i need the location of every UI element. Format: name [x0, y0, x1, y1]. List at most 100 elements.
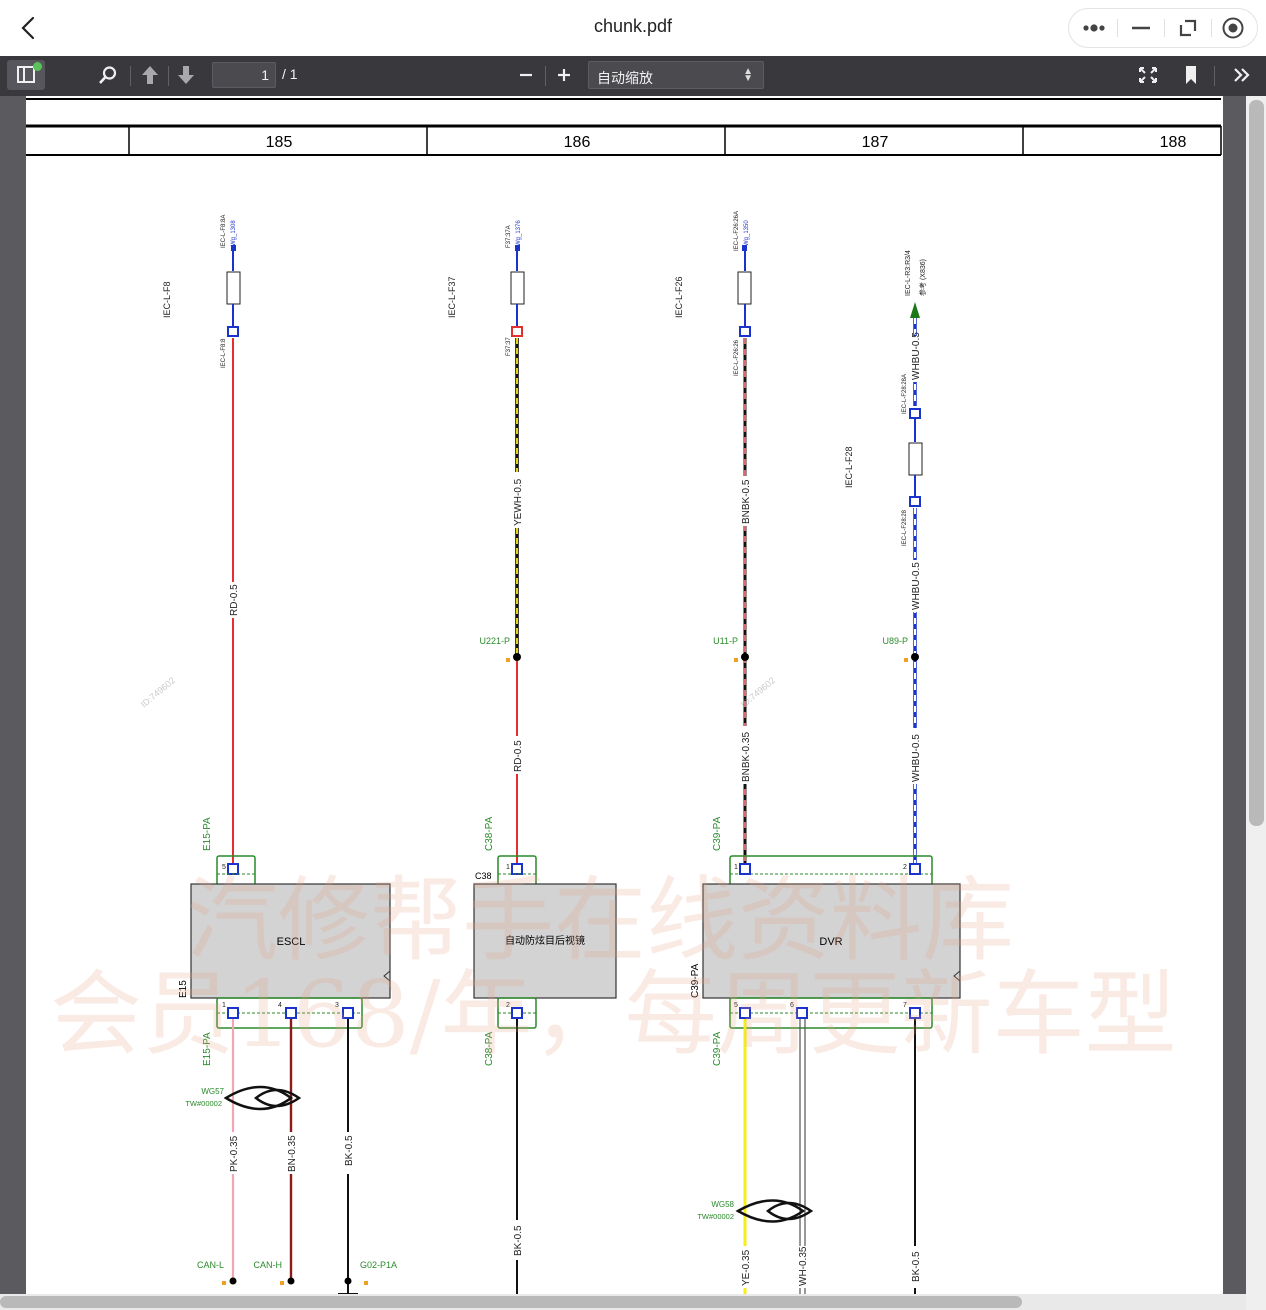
- zoom-select-value: 自动缩放: [597, 70, 653, 86]
- wire-label: RD-0.5: [229, 584, 240, 616]
- connector-label: C39-PA: [712, 816, 723, 851]
- wiring-diagram: 185 186 187 188 IEC-L-F8 IEC-L-F8:8A Wg_…: [26, 98, 1222, 1310]
- wire-label: WHBU-0.5: [911, 332, 922, 380]
- page-number-input[interactable]: 1: [212, 62, 276, 88]
- wire-label: BK-0.5: [513, 1225, 524, 1256]
- notification-dot: [33, 62, 42, 71]
- record-icon[interactable]: [1212, 9, 1258, 47]
- fuse-f26: [737, 271, 752, 305]
- twisted-pair-wg57: [223, 1085, 294, 1111]
- fuse-pin-label: IEC-L-F8:8: [221, 338, 227, 368]
- more-tools-icon[interactable]: [1228, 60, 1258, 90]
- restore-icon[interactable]: [1165, 9, 1211, 47]
- fuse-pin-label: IEC-L-F8:8A: [221, 215, 227, 248]
- module-dvr: [702, 883, 961, 999]
- fuse-pin-label: Wg_1350: [744, 220, 750, 246]
- pin-number: 5: [734, 1002, 738, 1009]
- connector-label: E15: [178, 980, 189, 998]
- fuse-pin-label: IEC-L-F28:28: [902, 509, 908, 546]
- next-page-icon[interactable]: [172, 60, 200, 90]
- pin-number: 2: [903, 864, 907, 871]
- more-icon[interactable]: [1071, 9, 1117, 47]
- twist-label: WG57: [201, 1087, 224, 1096]
- ground-label: CAN-H: [254, 1260, 283, 1270]
- prev-page-icon[interactable]: [136, 60, 164, 90]
- chevron-updown-icon: ▲▼: [743, 66, 753, 84]
- pdf-toolbar: 1 / 1 自动缩放 ▲▼: [0, 56, 1266, 96]
- fuse-pin-label: F37:37A: [506, 225, 512, 248]
- wire-label: BK-0.5: [911, 1251, 922, 1282]
- wire-label: RD-0.5: [513, 740, 524, 772]
- fuse-f8: [226, 271, 241, 305]
- watermark-line-2: 会员168/年，每周更新车型: [50, 961, 1177, 1068]
- ground-label: G02-P1A: [360, 1260, 397, 1270]
- vertical-scrollbar-thumb[interactable]: [1249, 100, 1264, 826]
- bookmark-icon[interactable]: [1178, 60, 1204, 90]
- window-controls: [1068, 8, 1258, 48]
- zoom-in-icon[interactable]: [550, 60, 578, 90]
- module-label: 自动防炫目后视镜: [505, 934, 585, 947]
- pin-number: 1: [734, 864, 738, 871]
- wire-label: YE-0.35: [741, 1249, 752, 1286]
- wire-label: WHBU-0.5: [911, 562, 922, 610]
- column-185: 185: [266, 134, 293, 151]
- connector-label: C39-PA: [712, 1031, 723, 1066]
- connector-label: C38: [475, 871, 492, 881]
- zoom-select[interactable]: 自动缩放 ▲▼: [588, 61, 764, 89]
- fuse-pin-label: IEC-L-F26:26A: [734, 211, 740, 251]
- column-187: 187: [862, 134, 889, 151]
- module-label: ESCL: [277, 936, 306, 948]
- pin-number: 7: [903, 1002, 907, 1009]
- horizontal-scrollbar-thumb[interactable]: [0, 1296, 1022, 1308]
- connector-label: C38-PA: [484, 1031, 495, 1066]
- wire-label: WH-0.35: [798, 1246, 809, 1286]
- wire-label: WHBU-0.5: [911, 734, 922, 782]
- splice-label: U89-P: [882, 636, 908, 646]
- wire-label: PK-0.35: [229, 1135, 240, 1172]
- wire-label: BNBK-0.5: [741, 479, 752, 524]
- zoom-out-icon[interactable]: [512, 60, 540, 90]
- pin-number: 4: [278, 1002, 282, 1009]
- module-label: DVR: [819, 936, 842, 948]
- arrow-up-icon: [910, 302, 920, 318]
- fuse-f37: [510, 271, 525, 305]
- column-188: 188: [1160, 134, 1187, 151]
- twist-label: TW#00002: [185, 1099, 222, 1108]
- document-viewer: 185 186 187 188 IEC-L-F8 IEC-L-F8:8A Wg_…: [0, 96, 1266, 1310]
- sidebar-icon[interactable]: [7, 60, 45, 90]
- fuse-label: IEC-L-F26: [674, 276, 684, 318]
- ground-label: CAN-L: [197, 1260, 224, 1270]
- fuse-pin-label: IEC-L-F26:26: [734, 339, 740, 376]
- reference-label: IEC-L-R3:R3/4: [905, 250, 912, 296]
- back-arrow-icon[interactable]: [14, 14, 44, 42]
- connector-label: E15-PA: [202, 817, 213, 851]
- fuse-pin-label: Wg_1308: [231, 220, 237, 246]
- pin-number: 3: [335, 1002, 339, 1009]
- reference-label: 参考 (X836): [918, 259, 927, 296]
- splice-label: U221-P: [479, 636, 510, 646]
- fuse-pin-label: Wg_1376: [516, 220, 522, 246]
- connector-label: E15-PA: [202, 1032, 213, 1066]
- splice-label: U11-P: [713, 636, 738, 646]
- twist-label: TW#00002: [697, 1212, 734, 1221]
- pin-number: 1: [222, 1002, 226, 1009]
- twist-label: WG58: [711, 1200, 734, 1209]
- connector-label: C39-PA: [690, 963, 701, 998]
- fuse-label: IEC-L-F37: [447, 276, 457, 318]
- connector-label: C38-PA: [484, 816, 495, 851]
- pin-number: 6: [790, 1002, 794, 1009]
- fuse-label: IEC-L-F28: [844, 446, 854, 488]
- pin-number: 1: [506, 864, 510, 871]
- fullscreen-icon[interactable]: [1134, 60, 1162, 90]
- pin-number: 5: [222, 864, 226, 871]
- stamp-text: ID:749602: [139, 675, 177, 709]
- wire-label: BK-0.5: [344, 1135, 355, 1166]
- minimize-icon[interactable]: [1118, 9, 1164, 47]
- wire-label: YEWH-0.5: [513, 478, 524, 526]
- wire-label: BN-0.35: [287, 1135, 298, 1172]
- watermark-line-1: 汽修帮手在线资料库: [186, 867, 1015, 974]
- search-icon[interactable]: [94, 60, 122, 90]
- fuse-f28: [908, 442, 923, 476]
- fuse-label: IEC-L-F8: [162, 281, 172, 318]
- wire-label: BNBK-0.35: [741, 732, 752, 782]
